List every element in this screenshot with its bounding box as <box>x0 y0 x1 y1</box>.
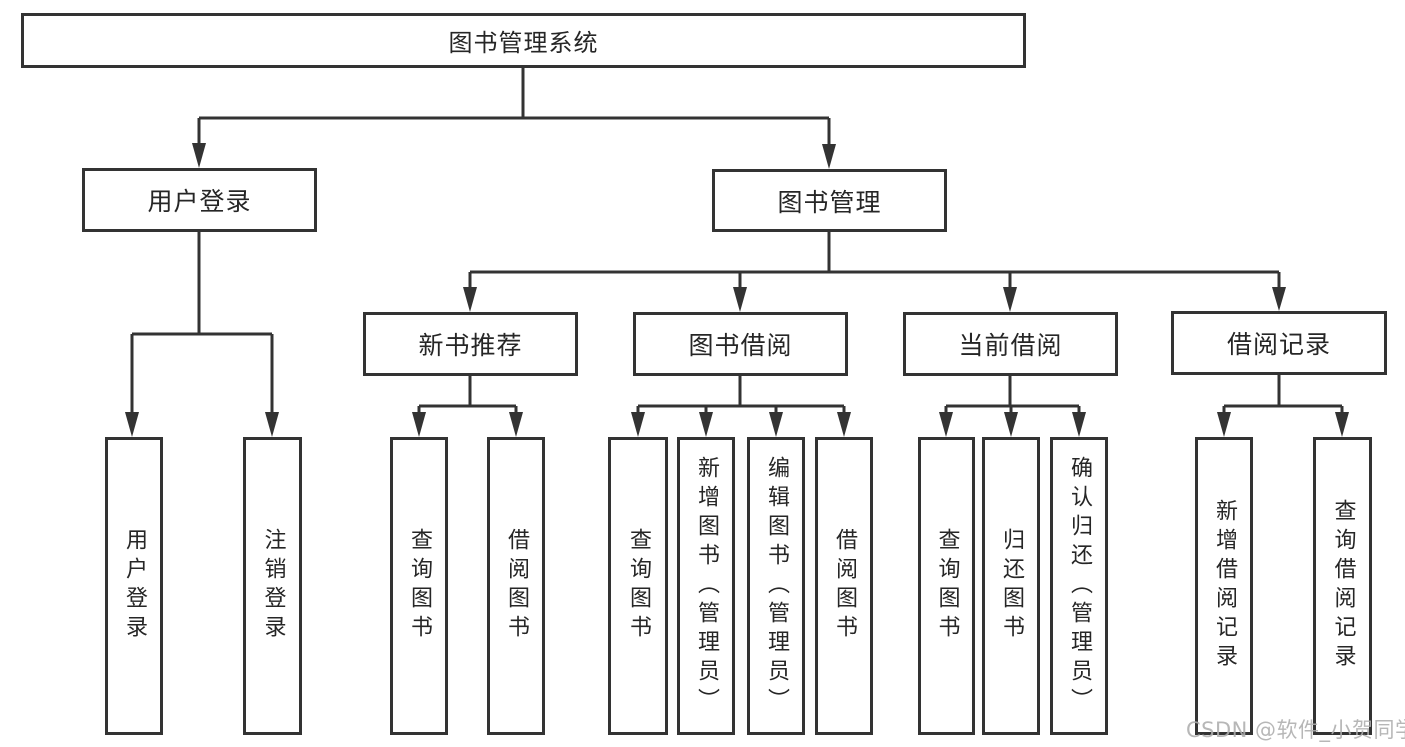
node-current-borrowing: 当前借阅 <box>903 312 1118 376</box>
node-leaf-borrow-books-borrowing: 借阅图书 <box>815 437 873 735</box>
node-leaf-query-books-borrowing: 查询图书 <box>608 437 668 735</box>
node-book-borrowing: 图书借阅 <box>633 312 848 376</box>
edge-borrowing-records-to-leaves <box>1217 375 1349 437</box>
edge-current-borrowing-to-leaves <box>939 376 1086 437</box>
node-library-management-system: 图书管理系统 <box>21 13 1026 68</box>
node-leaf-add-book-admin: 新增图书（管理员） <box>677 437 735 735</box>
node-leaf-logout: 注销登录 <box>243 437 302 735</box>
node-leaf-add-borrow-record: 新增借阅记录 <box>1195 437 1253 735</box>
node-borrowing-records: 借阅记录 <box>1171 311 1387 375</box>
edge-new-book-recommend-to-leaves <box>412 376 523 437</box>
edge-book-management-to-level3 <box>463 232 1286 312</box>
node-leaf-user-login: 用户登录 <box>105 437 163 735</box>
edge-root-to-level2 <box>192 68 836 169</box>
node-leaf-query-books-recommend: 查询图书 <box>390 437 448 735</box>
node-leaf-confirm-return-admin: 确认归还（管理员） <box>1050 437 1108 735</box>
node-leaf-edit-book-admin: 编辑图书（管理员） <box>747 437 805 735</box>
node-new-book-recommend: 新书推荐 <box>363 312 578 376</box>
edge-book-borrowing-to-leaves <box>631 376 851 437</box>
node-leaf-query-borrow-record: 查询借阅记录 <box>1313 437 1372 735</box>
edge-user-login-to-leaves <box>125 232 279 437</box>
node-leaf-query-books-current: 查询图书 <box>918 437 975 735</box>
csdn-watermark: CSDN @软件_小贺同学 <box>1186 718 1405 742</box>
node-book-management: 图书管理 <box>712 169 947 232</box>
node-leaf-borrow-books-recommend: 借阅图书 <box>487 437 545 735</box>
node-leaf-return-book: 归还图书 <box>982 437 1040 735</box>
node-user-login: 用户登录 <box>82 168 317 232</box>
